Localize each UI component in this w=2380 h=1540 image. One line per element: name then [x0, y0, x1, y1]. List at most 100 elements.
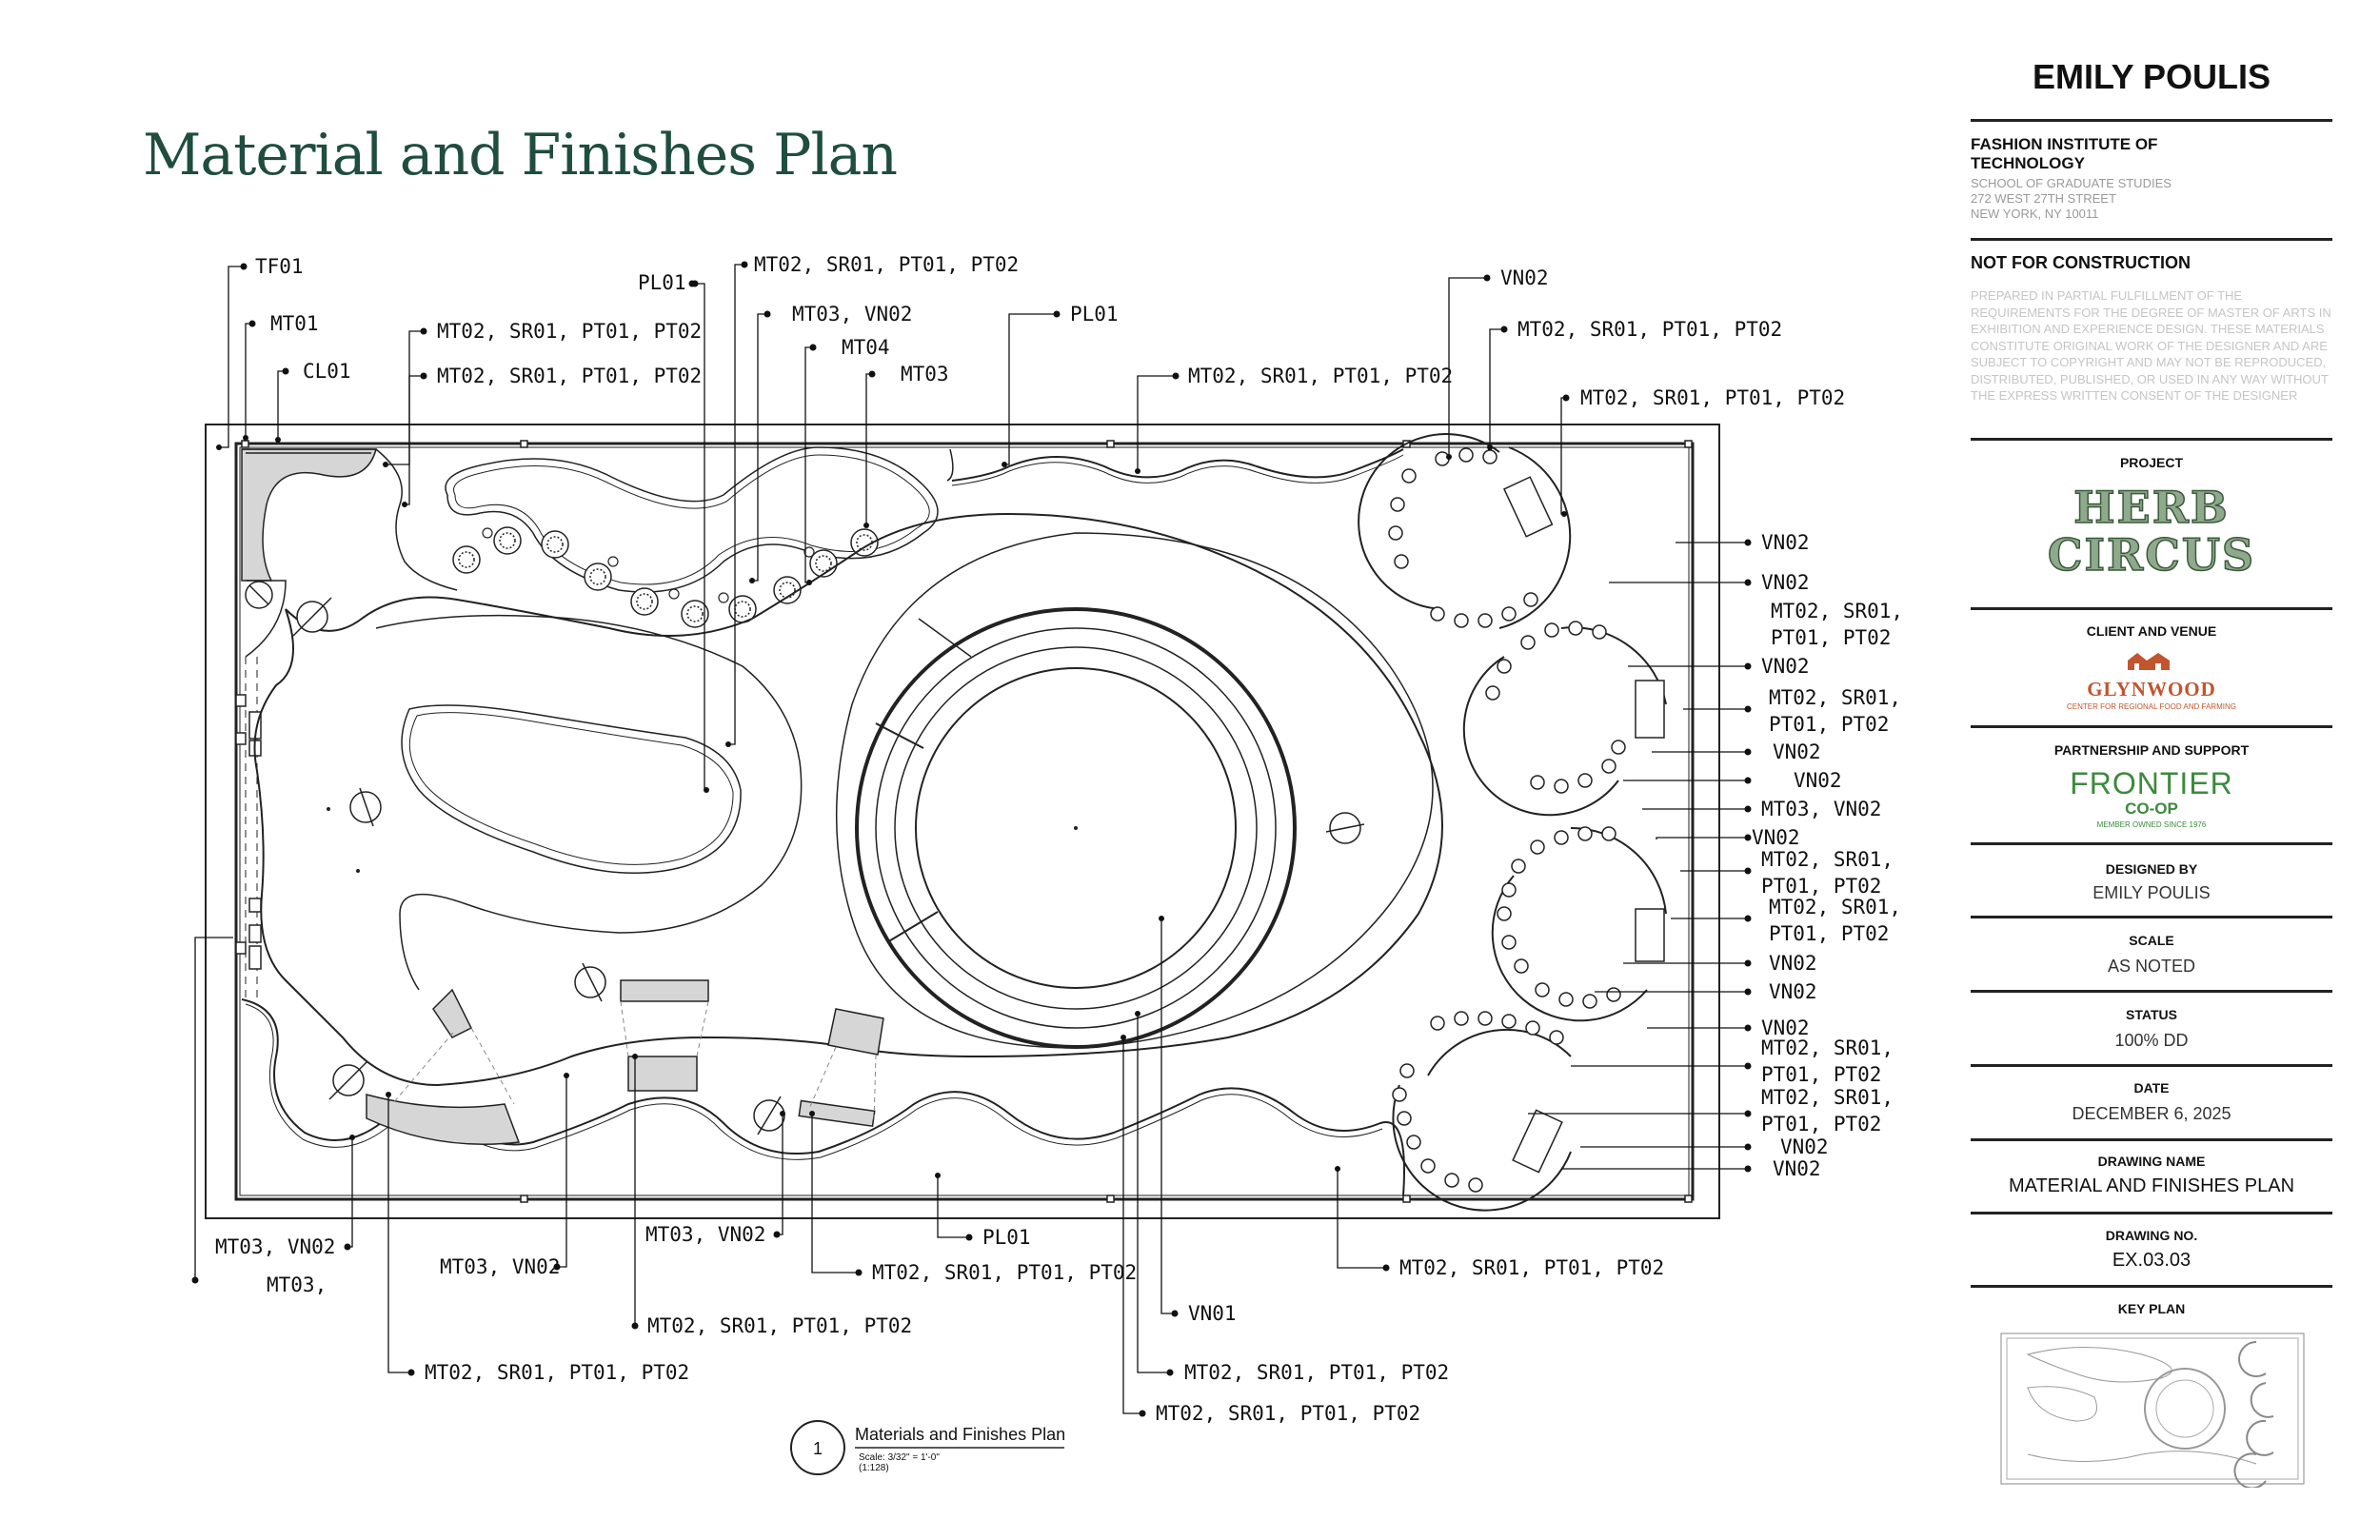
scale-heading: SCALE — [2129, 933, 2174, 948]
callout-label: PT01, PT02 — [1769, 713, 1889, 736]
kidney-planter — [401, 704, 742, 874]
callout-label: VN02 — [1761, 571, 1810, 594]
herb-circus-logo: HERB CIRCUS — [1971, 482, 2332, 581]
institution-line: NEW YORK, NY 10011 — [1971, 207, 2099, 221]
callout-label: MT03, VN02 — [645, 1223, 765, 1246]
callout-label: VN02 — [1500, 267, 1549, 289]
drawing-name-value: MATERIAL AND FINISHES PLAN — [2008, 1175, 2295, 1196]
frontier-tagline: MEMBER OWNED SINCE 1976 — [2096, 820, 2207, 829]
entry-niche — [241, 448, 377, 582]
callout-label: MT02, SR01, PT01, PT02 — [1399, 1256, 1664, 1279]
callout-label: MT02, SR01, PT01, PT02 — [437, 320, 702, 343]
callout-label: MT02, SR01, PT01, PT02 — [437, 365, 702, 387]
callout-label: MT02, SR01, — [1761, 1086, 1894, 1109]
callout-label: MT02, SR01, — [1769, 896, 1901, 918]
callout-label: MT03 — [901, 363, 949, 385]
callout-label: MT02, SR01, — [1761, 1037, 1894, 1059]
drawing-scale-ratio: (1:128) — [859, 1463, 889, 1473]
not-for-construction: NOT FOR CONSTRUCTION — [1971, 253, 2191, 272]
callout-label: VN02 — [1794, 769, 1842, 792]
callout-label: VN02 — [1769, 980, 1817, 1003]
date-heading: DATE — [2133, 1080, 2170, 1096]
client-heading: CLIENT AND VENUE — [2086, 623, 2217, 639]
designer-name: EMILY POULIS — [2032, 57, 2271, 96]
callout-label: TF01 — [255, 255, 304, 278]
callout-label: MT02, SR01, PT01, PT02 — [1580, 386, 1845, 409]
callout-label: MT01 — [270, 312, 319, 335]
plan-title: Material and Finishes Plan — [143, 122, 898, 188]
status-heading: STATUS — [2126, 1007, 2177, 1022]
callout-label: MT02, SR01, — [1769, 686, 1901, 709]
date-value: DECEMBER 6, 2025 — [2072, 1104, 2231, 1123]
glynwood-tagline: CENTER FOR REGIONAL FOOD AND FARMING — [2067, 702, 2236, 711]
key-plan — [1971, 1331, 2332, 1491]
exhibit-wall — [234, 442, 1695, 1201]
glynwood-logo: GLYNWOOD — [2087, 678, 2216, 701]
institution-address: SCHOOL OF GRADUATE STUDIES 272 WEST 27TH… — [1971, 176, 2332, 222]
project-logo-line: CIRCUS — [2047, 529, 2256, 581]
callout-label: MT02, SR01, PT01, PT02 — [1188, 365, 1453, 387]
status-value: 100% DD — [2114, 1031, 2189, 1050]
callout-label: MT03, VN02 — [792, 303, 912, 326]
wall-posts — [241, 440, 1693, 1203]
prepared-statement: PREPARED IN PARTIAL FULFILLMENT OF THE R… — [1971, 288, 2331, 403]
callout-label: MT03, VN02 — [215, 1235, 335, 1258]
designed-by-value: EMILY POULIS — [2092, 883, 2211, 902]
callout-label: CL01 — [303, 360, 351, 383]
callout-label: MT02, SR01, — [1771, 600, 1903, 622]
drawing-number-heading: DRAWING NO. — [2105, 1228, 2198, 1243]
drawing-scale-text: Scale: 3/32" = 1'-0" — [859, 1452, 940, 1463]
callout-label: MT03, — [267, 1273, 327, 1296]
amphitheatre-platform — [835, 532, 1434, 1049]
circulation-path — [253, 512, 1443, 1087]
drawing-caption: Materials and Finishes Plan — [855, 1425, 1066, 1444]
callout-label: MT02, SR01, PT01, PT02 — [872, 1261, 1137, 1284]
callout-label: VN02 — [1752, 826, 1800, 849]
callout-label: MT02, SR01, PT01, PT02 — [647, 1314, 912, 1337]
key-plan-heading: KEY PLAN — [2117, 1301, 2186, 1316]
coop-logo: CO-OP — [2125, 800, 2178, 818]
callout-label: VN02 — [1761, 1017, 1810, 1039]
callout-label: MT03, VN02 — [440, 1255, 560, 1278]
callout-label: MT03, VN02 — [1761, 798, 1881, 820]
designed-by-heading: DESIGNED BY — [2105, 861, 2198, 877]
callout-label: MT02, SR01, PT01, PT02 — [754, 253, 1019, 276]
callout-label: PT01, PT02 — [1761, 875, 1881, 898]
amphitheatre-outer-ring — [855, 607, 1297, 1049]
callout-label: VN02 — [1773, 740, 1821, 763]
drawing-number-bubble — [790, 1420, 845, 1475]
callout-label: MT02, SR01, — [1761, 848, 1894, 871]
callout-label: MT02, SR01, PT01, PT02 — [1517, 318, 1782, 341]
institution-line: SCHOOL OF GRADUATE STUDIES — [1971, 176, 2172, 190]
glynwood-barn-icon — [1971, 649, 2332, 676]
drawing-number-value: EX.03.03 — [2112, 1250, 2192, 1271]
floor-plan-drawing: TF01 MT01 CL01 MT02, SR01, PT01, PT02 MT… — [191, 253, 1903, 1475]
bench-seating — [366, 979, 884, 1145]
partner-heading: PARTNERSHIP AND SUPPORT — [2053, 742, 2250, 758]
drawing-scale: Scale: 3/32" = 1'-0" (1:128) — [859, 1452, 940, 1473]
bottom-wave-wall — [241, 998, 1405, 1196]
project-heading: PROJECT — [2119, 455, 2184, 470]
callout-label: VN01 — [1188, 1302, 1237, 1325]
callout-label: MT04 — [842, 336, 890, 359]
callout-label: MT02, SR01, PT01, PT02 — [425, 1361, 689, 1384]
title-block: EMILY POULIS FASHION INSTITUTE OF TECHNO… — [1971, 0, 2332, 1540]
callout-label: PT01, PT02 — [1771, 626, 1891, 649]
amphitheatre-stage — [915, 667, 1237, 989]
callout-label: PL01 — [1070, 303, 1119, 326]
callout-label: VN02 — [1769, 952, 1817, 975]
site-boundary — [205, 424, 1720, 1219]
callout-label: VN02 — [1773, 1157, 1821, 1180]
callout-label: PL01 — [638, 271, 686, 294]
project-logo-line: HERB — [2073, 482, 2230, 533]
drawing-name-heading: DRAWING NAME — [2097, 1154, 2206, 1169]
callout-label: VN02 — [1761, 531, 1810, 554]
callout-label: VN02 — [1761, 655, 1810, 678]
institution-line: 272 WEST 27TH STREET — [1971, 191, 2116, 206]
callout-label: PT01, PT02 — [1769, 922, 1889, 945]
rotating-displays — [292, 597, 1365, 1135]
serpentine-planter — [445, 446, 939, 593]
callout-label: PT01, PT02 — [1761, 1063, 1881, 1086]
callout-label: PT01, PT02 — [1761, 1113, 1881, 1135]
callout-label: MT02, SR01, PT01, PT02 — [1156, 1402, 1420, 1425]
